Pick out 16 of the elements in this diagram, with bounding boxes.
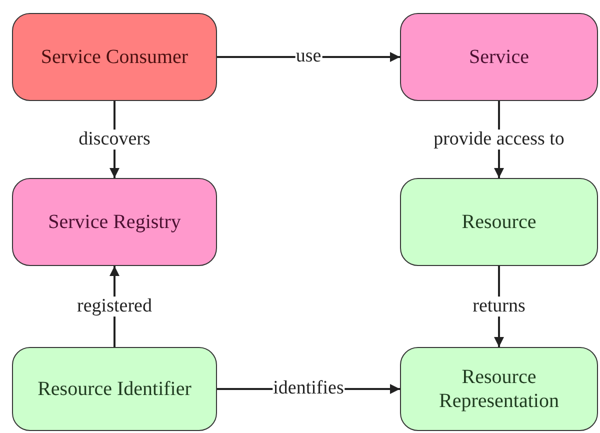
node-label: Service Registry — [47, 210, 182, 234]
node-label: Service — [468, 45, 530, 69]
edge-label: discovers — [78, 129, 152, 150]
process-box — [12, 178, 217, 266]
edge-label: registered — [76, 296, 153, 317]
node-label: Resource — [460, 210, 538, 234]
node-label: Resource Representation — [438, 365, 560, 413]
edge-label: returns — [472, 296, 526, 317]
node-label: Resource Identifier — [36, 377, 192, 401]
node-label: Service Consumer — [40, 45, 190, 69]
edge-label: provide access to — [432, 129, 566, 150]
process-box — [12, 347, 217, 431]
process-box — [12, 13, 217, 101]
process-box — [400, 347, 598, 431]
process-box — [400, 178, 598, 266]
process-box — [400, 13, 598, 101]
